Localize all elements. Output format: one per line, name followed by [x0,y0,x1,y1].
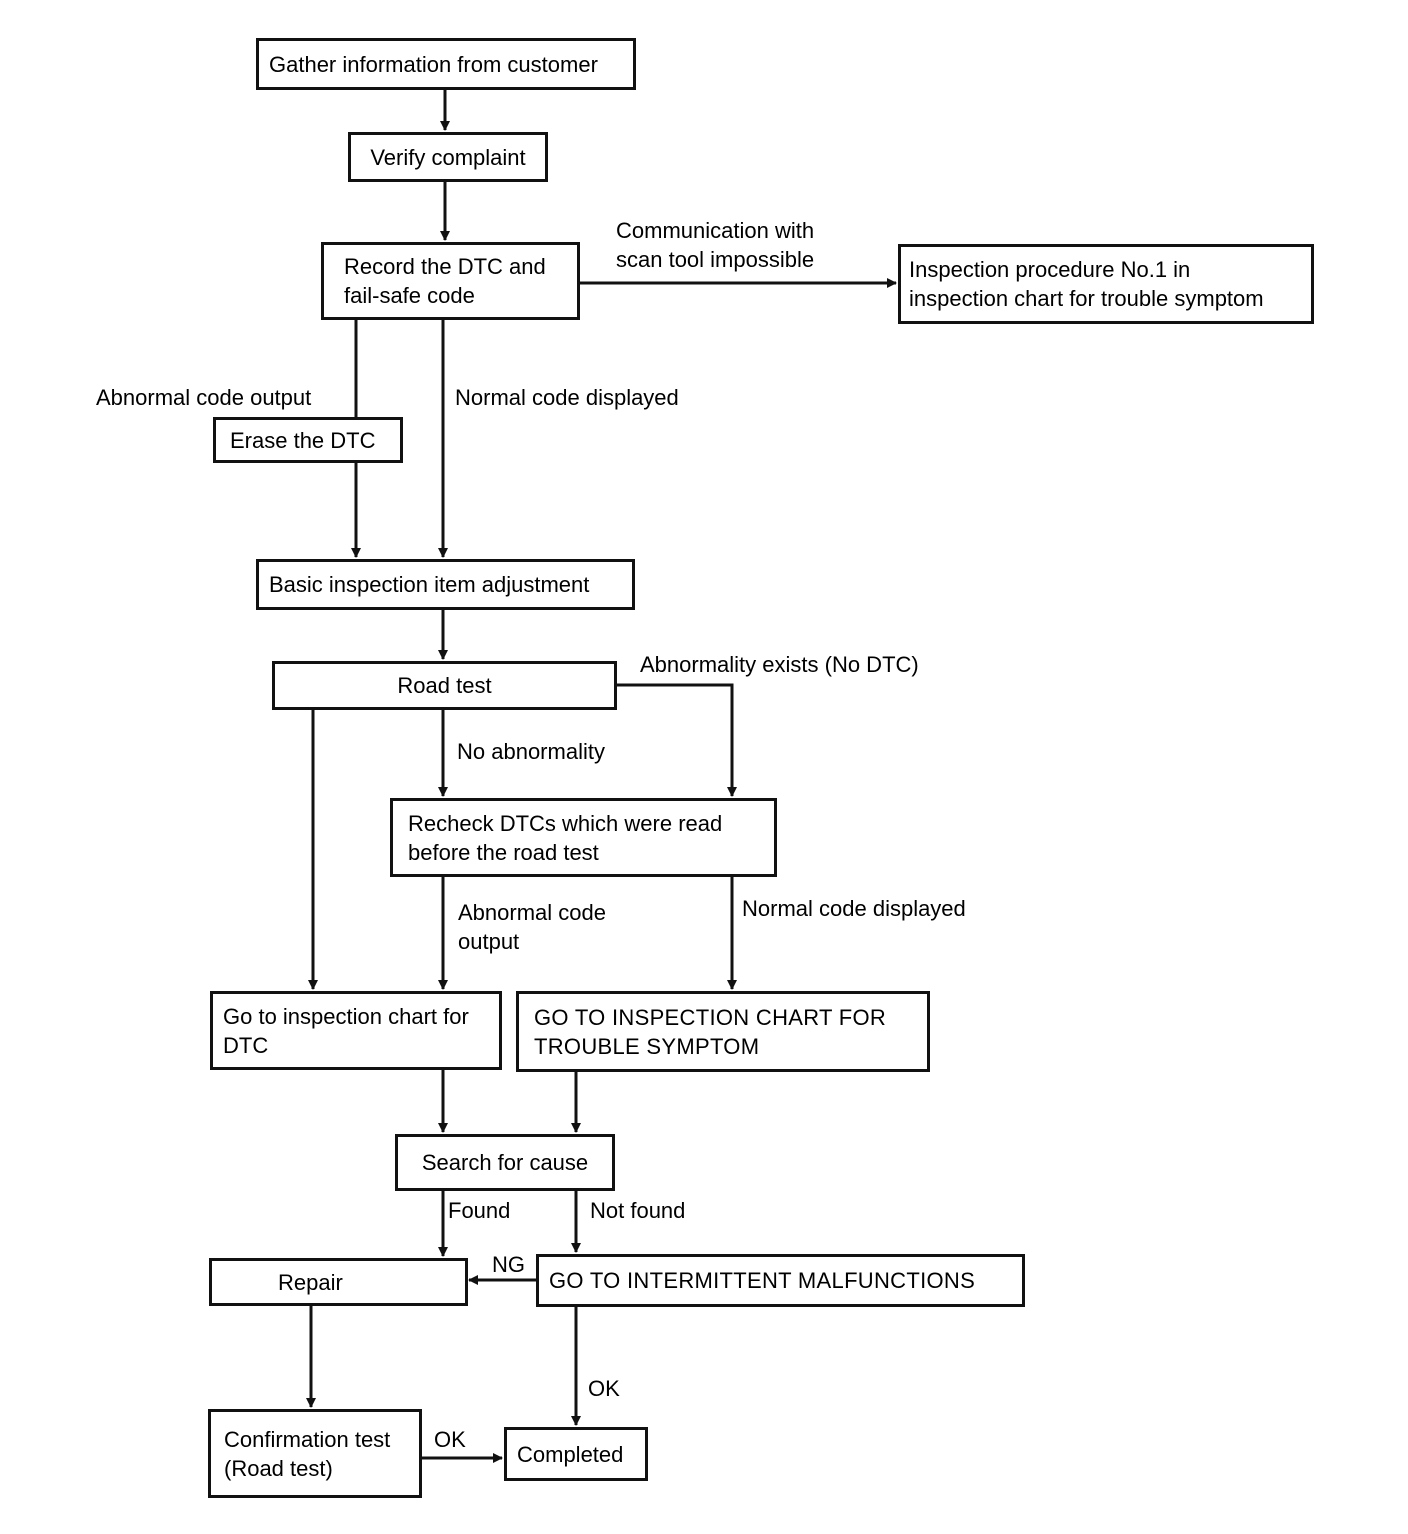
road-test-box: Road test [272,661,617,710]
label-comm-impossible-line-2: scan tool impossible [616,247,815,272]
label-abnormal-code-output-1: Abnormal code output [96,385,312,410]
repair-box: Repair [209,1258,468,1306]
record-dtc-line-1: Record the DTC and [344,254,546,279]
arrow-road-test-to-recheck-abnormality-exists [616,683,737,797]
recheck-dtcs-box: Recheck DTCs which were read before the … [390,798,777,877]
label-comm-impossible-line-1: Communication with [616,218,815,243]
inspection-procedure-no1-line-2: inspection chart for trouble symptom [909,286,1264,311]
erase-dtc-text: Erase the DTC [230,427,376,453]
recheck-dtcs-line-1: Recheck DTCs which were read [408,810,723,836]
verify-complaint-text: Verify complaint [370,144,526,170]
label-normal-code-displayed-1: Normal code displayed [455,385,679,410]
basic-inspection-text: Basic inspection item adjustment [269,572,590,597]
goto-dtc-chart-line-1: Go to inspection chart for [223,1003,469,1029]
label-ok-intermittent: OK [588,1376,620,1401]
goto-symptom-chart-box: GO TO INSPECTION CHART FOR TROUBLE SYMPT… [516,991,930,1072]
label-found: Found [448,1198,511,1223]
label-comm-impossible: Communication with scan tool impossible [616,216,814,274]
erase-dtc-box: Erase the DTC [213,417,403,463]
inspection-procedure-no1-line-1: Inspection procedure No.1 in [909,257,1191,282]
record-dtc-line-2: fail-safe code [344,283,475,308]
repair-text: Repair [278,1269,343,1295]
confirmation-test-box: Confirmation test (Road test) [208,1409,422,1498]
verify-complaint-box: Verify complaint [348,132,548,182]
gather-info-box: Gather information from customer [256,38,636,90]
search-for-cause-box: Search for cause [395,1134,615,1191]
confirmation-test-line-1: Confirmation test [224,1426,391,1452]
search-for-cause-text: Search for cause [421,1150,589,1175]
goto-symptom-chart-line-2: TROUBLE SYMPTOM [534,1033,760,1059]
goto-dtc-chart-box: Go to inspection chart for DTC [210,991,502,1070]
basic-inspection-box: Basic inspection item adjustment [256,559,635,610]
confirmation-test-line-2: (Road test) [224,1455,333,1481]
goto-symptom-chart-line-1: GO TO INSPECTION CHART FOR [534,1004,887,1030]
record-dtc-box: Record the DTC and fail-safe code [321,242,580,320]
label-no-abnormality: No abnormality [457,739,605,764]
goto-dtc-chart-line-2: DTC [223,1032,269,1058]
gather-info-text: Gather information from customer [269,51,598,77]
label-ng: NG [492,1252,525,1277]
completed-text: Completed [517,1441,624,1467]
label-not-found: Not found [590,1198,686,1223]
label-abnormal-code-output-2: Abnormal code output [458,898,606,956]
intermittent-malfunctions-box: GO TO INTERMITTENT MALFUNCTIONS [536,1254,1025,1307]
completed-box: Completed [504,1427,648,1481]
inspection-procedure-no1-box: Inspection procedure No.1 in inspection … [898,244,1314,324]
label-normal-code-displayed-2: Normal code displayed [742,896,966,921]
label-abnormal-code-output-2-line-1: Abnormal code [458,900,606,925]
label-abnormal-code-output-2-line-2: output [458,929,520,954]
label-abnormality-exists: Abnormality exists (No DTC) [640,652,919,677]
intermittent-malfunctions-text: GO TO INTERMITTENT MALFUNCTIONS [549,1268,976,1293]
road-test-text: Road test [397,673,492,698]
recheck-dtcs-line-2: before the road test [408,839,599,865]
label-ok-confirmation: OK [434,1427,466,1452]
